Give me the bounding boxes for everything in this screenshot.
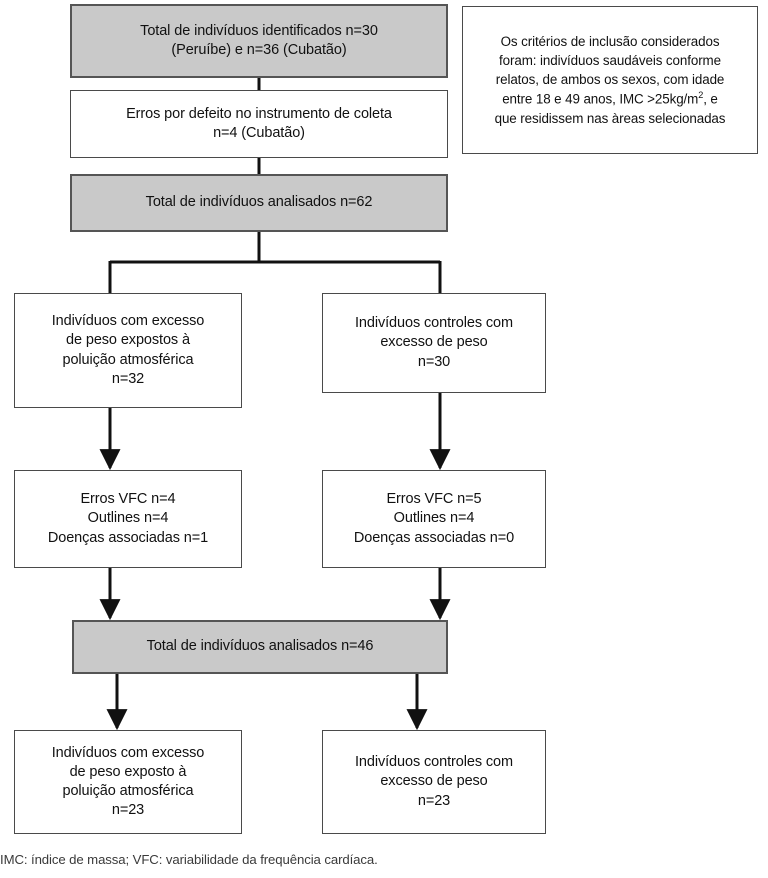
node-control-final: Indivíduos controles com excesso de peso… [322,730,546,834]
node-total-identified-text: Total de indivíduos identificados n=30 (… [140,22,378,58]
node-total-analyzed-46: Total de indivíduos analisados n=46 [72,620,448,674]
criteria-line-4b: , e [703,91,718,107]
node-control-losses-text: Erros VFC n=5 Outlines n=4 Doenças assoc… [353,491,515,546]
criteria-line-4-superscript: 2 [698,90,704,101]
node-control-losses: Erros VFC n=5 Outlines n=4 Doenças assoc… [322,470,546,568]
node-inclusion-criteria: Os critérios de inclusão considerados for… [462,6,758,154]
node-control-final-text: Indivíduos controles com excesso de peso… [355,754,513,809]
node-total-analyzed-62: Total de indivíduos analisados n=62 [70,174,448,232]
criteria-line-3: relatos, de ambos os sexos, com idade [495,72,725,88]
node-exposed-losses: Erros VFC n=4 Outlines n=4 Doenças assoc… [14,470,242,568]
node-instrument-errors-text: Erros por defeito no instrumento de cole… [126,105,392,141]
criteria-line-4a: entre 18 e 49 anos, IMC >25kg/m [502,91,699,107]
node-control-group-text: Indivíduos controles com excesso de peso… [355,315,513,370]
criteria-line-1: Os critérios de inclusão considerados [500,34,720,50]
node-exposed-final: Indivíduos com excesso de peso exposto à… [14,730,242,834]
criteria-line-5: que residissem nas àreas selecionadas [494,110,726,126]
node-control-group: Indivíduos controles com excesso de peso… [322,293,546,393]
node-total-identified: Total de indivíduos identificados n=30 (… [70,4,448,78]
node-total-analyzed-46-text: Total de indivíduos analisados n=46 [146,638,374,655]
node-total-analyzed-62-text: Total de indivíduos analisados n=62 [145,194,373,211]
criteria-line-2: foram: indivíduos saudáveis conforme [499,53,721,69]
figure-footnote: IMC: índice de massa; VFC: variabilidade… [0,852,378,867]
node-exposed-group: Indivíduos com excesso de peso expostos … [14,293,242,408]
node-inclusion-criteria-text: Os critérios de inclusão considerados for… [495,32,726,128]
node-instrument-errors: Erros por defeito no instrumento de cole… [70,90,448,158]
node-exposed-losses-text: Erros VFC n=4 Outlines n=4 Doenças assoc… [47,491,209,546]
node-exposed-final-text: Indivíduos com excesso de peso exposto à… [51,744,205,819]
node-exposed-group-text: Indivíduos com excesso de peso expostos … [51,313,205,387]
